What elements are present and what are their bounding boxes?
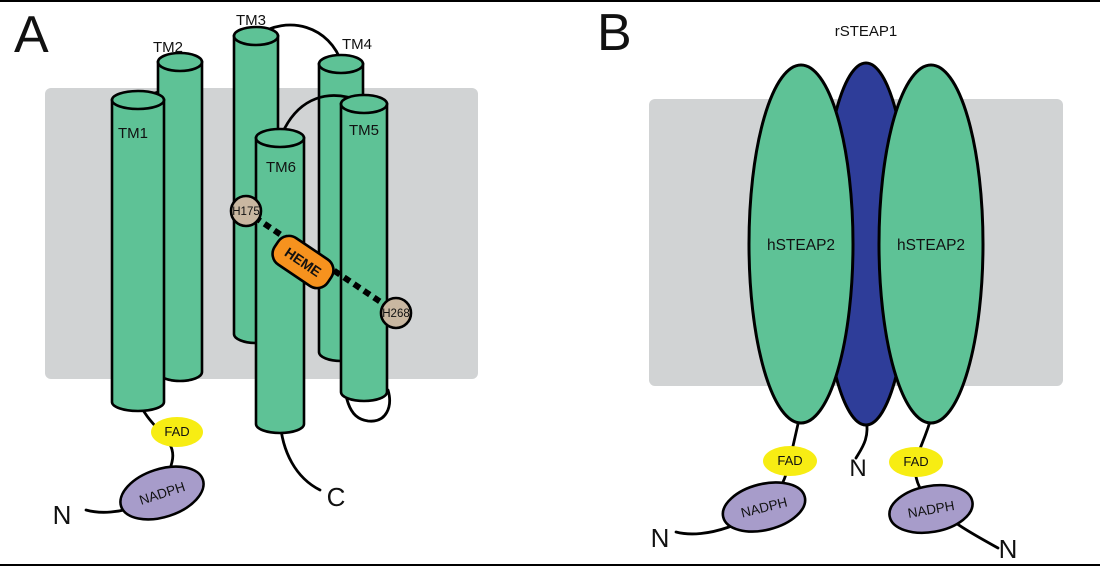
fad-cofactor-b-left: FAD [763, 446, 817, 476]
nadph-cofactor-b-left: NADPH [721, 481, 807, 533]
tm6-helix [254, 127, 306, 435]
h175-label: H175 [232, 206, 260, 218]
tm1-label: TM1 [118, 125, 148, 142]
n-terminus-label-b-left: N [651, 523, 670, 553]
fad-label-a: FAD [164, 424, 189, 439]
nadph-cofactor-b-right: NADPH [888, 483, 974, 535]
fad-label-b-left: FAD [777, 453, 802, 468]
heme-cofactor: HEME [271, 234, 335, 290]
n-terminus-label-b-center: N [849, 455, 866, 482]
fad-cofactor-b-right: FAD [889, 447, 943, 477]
h175-residue: H175 [229, 194, 263, 228]
tm2-label: TM2 [153, 39, 183, 56]
panel-b-label: B [597, 4, 632, 62]
tm5-label: TM5 [349, 122, 379, 139]
panel-b: B rSTEAP1 hSTEAP2 hSTEAP2 FAD FAD NADPH [597, 4, 1063, 564]
hsteap2-right-protomer [877, 63, 985, 425]
panel-a-label: A [14, 6, 49, 64]
fad-label-b-right: FAD [903, 454, 928, 469]
tm4-label: TM4 [342, 36, 372, 53]
figure-border-top [0, 0, 1100, 2]
panel-a: A [14, 6, 478, 530]
tm3-label: TM3 [236, 12, 266, 29]
h268-residue: H268 [379, 296, 413, 330]
tm5-helix [339, 93, 389, 403]
tm6-label: TM6 [266, 159, 296, 176]
h268-label: H268 [382, 308, 410, 320]
nadph-cofactor-a: NADPH [119, 465, 205, 521]
n-terminus-label-b-right: N [999, 534, 1018, 564]
c-terminus-label-a: C [327, 482, 346, 512]
rsteap1-label: rSTEAP1 [835, 23, 898, 40]
hsteap2-left-protomer [747, 63, 855, 425]
hsteap2-right-label: hSTEAP2 [897, 237, 965, 254]
hsteap2-left-label: hSTEAP2 [767, 237, 835, 254]
figure-border-bottom [0, 564, 1100, 566]
fad-cofactor-a: FAD [151, 417, 203, 447]
n-terminus-label-a: N [53, 500, 72, 530]
tm1-helix [110, 89, 166, 413]
